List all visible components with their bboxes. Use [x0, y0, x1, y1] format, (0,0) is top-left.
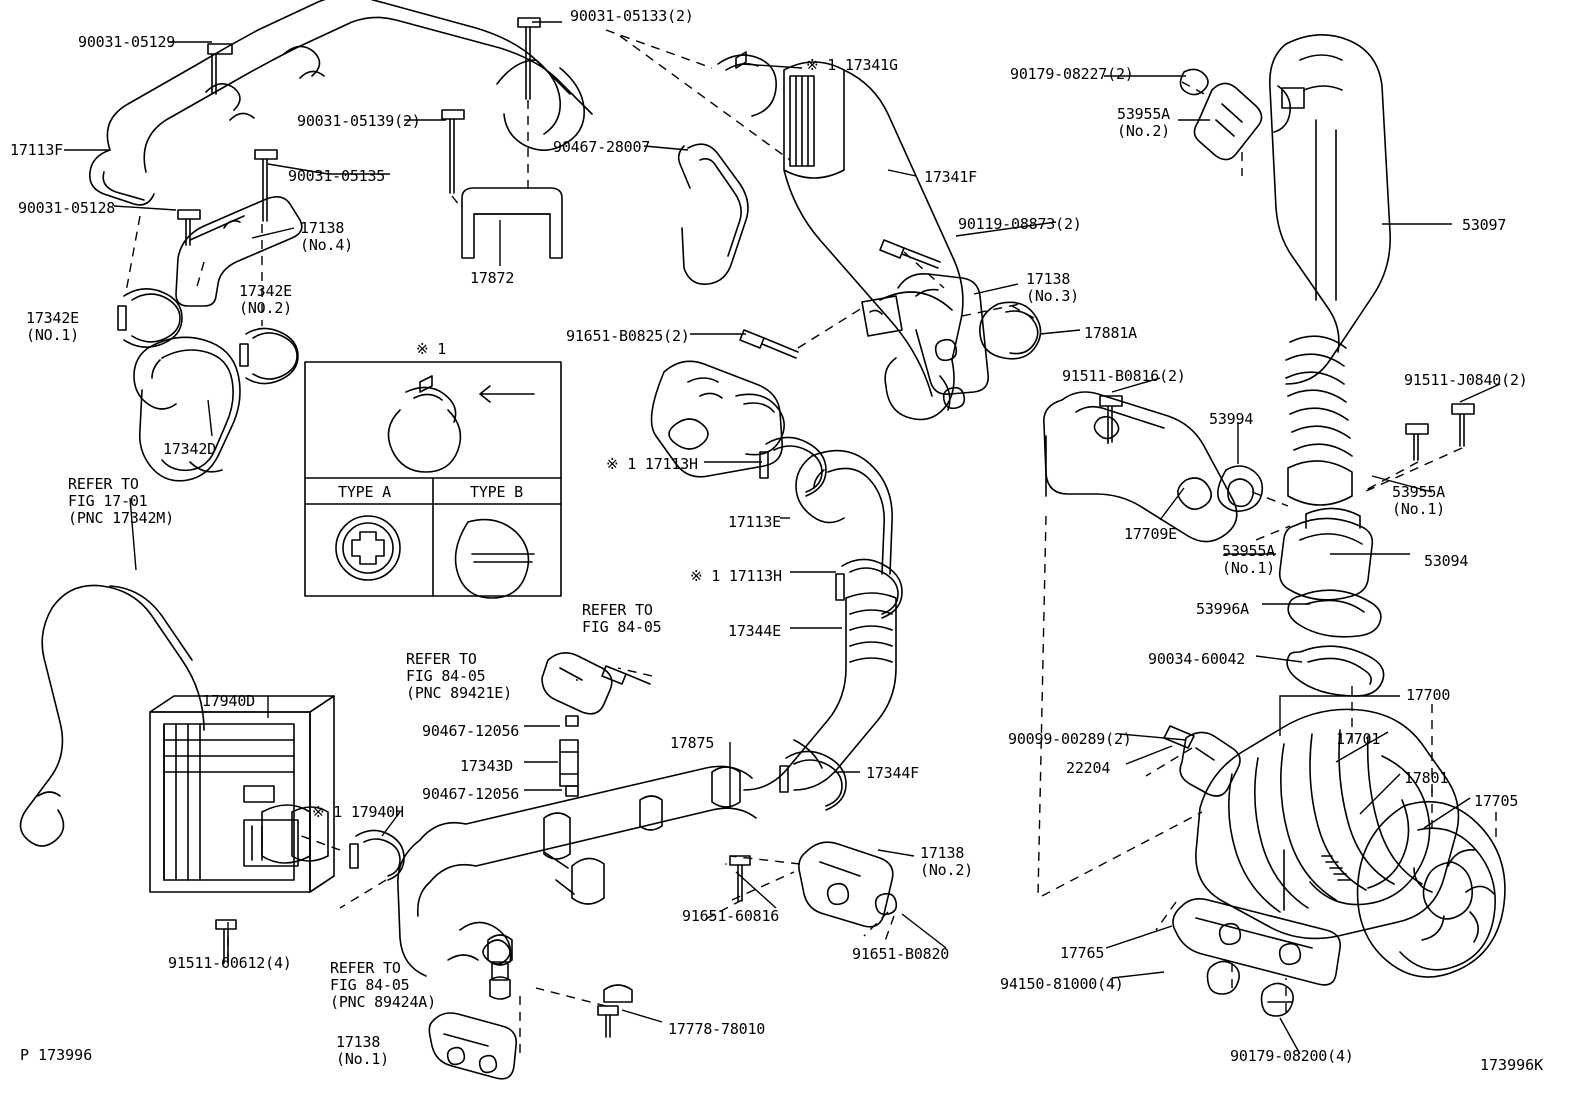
part-label-94150-81000: 94150-81000(4) [1000, 975, 1124, 993]
part-label-53994: 53994 [1209, 410, 1254, 428]
part-label-53094: 53094 [1424, 552, 1469, 570]
part-label-refer-89424a: REFER TO FIG 84-05 (PNC 89424A) [330, 959, 436, 1011]
part-label-17801: 17801 [1404, 769, 1449, 787]
part-label-91651-b0820: 91651-B0820 [852, 945, 950, 963]
part-label-90467-12056a: 90467-12056 [422, 722, 520, 740]
part-label-17940h: ※ 1 17940H [312, 803, 404, 821]
part-label-17344e: 17344E [728, 622, 781, 640]
part-label-90031-05128: 90031-05128 [18, 199, 116, 217]
part-label-17765: 17765 [1060, 944, 1105, 962]
part-label-17342e-no2: 17342E (NO.2) [239, 282, 292, 317]
part-label-17113h-bot: ※ 1 17113H [690, 567, 782, 585]
part-label-17881a: 17881A [1084, 324, 1137, 342]
footer-left-code: P 173996 [20, 1046, 93, 1064]
part-label-refer-17342m: REFER TO FIG 17-01 (PNC 17342M) [68, 475, 174, 527]
part-label-53955a-no2: 53955A (No.2) [1117, 105, 1170, 140]
part-label-17113f: 17113F [10, 141, 63, 159]
part-label-17700: 17700 [1406, 686, 1451, 704]
part-label-53955a-no1r: 53955A (No.1) [1392, 483, 1445, 518]
part-label-91651-b0825: 91651-B0825(2) [566, 327, 690, 345]
part-label-22204: 22204 [1066, 759, 1111, 777]
part-label-17341f: 17341F [924, 168, 977, 186]
part-label-90467-28007: 90467-28007 [553, 138, 651, 156]
part-label-90179-08200: 90179-08200(4) [1230, 1047, 1354, 1065]
part-label-17343d: 17343D [460, 757, 513, 775]
part-label-53955a-no1c: 53955A (No.1) [1222, 542, 1275, 577]
part-label-17778-78010: 17778-78010 [668, 1020, 766, 1038]
part-label-17342d: 17342D [163, 440, 216, 458]
part-label-refer-89421e: REFER TO FIG 84-05 (PNC 89421E) [406, 650, 512, 702]
part-label-17701: 17701 [1336, 730, 1381, 748]
part-label-90031-05135: 90031-05135 [288, 167, 386, 185]
part-label-90099-00289: 90099-00289(2) [1008, 730, 1132, 748]
part-label-17113e: 17113E [728, 513, 781, 531]
part-label-90031-05129: 90031-05129 [78, 33, 176, 51]
part-label-17341g: ※ 1 17341G [806, 56, 898, 74]
part-label-17138-no4: 17138 (No.4) [300, 219, 353, 254]
part-label-17872: 17872 [470, 269, 515, 287]
part-label-note1-box: ※ 1 [416, 340, 447, 358]
part-label-17138-no3: 17138 (No.3) [1026, 270, 1079, 305]
part-label-90031-05139: 90031-05139(2) [297, 112, 421, 130]
part-label-91651-60816: 91651-60816 [682, 907, 780, 925]
part-label-53996a: 53996A [1196, 600, 1249, 618]
part-label-17344f: 17344F [866, 764, 919, 782]
part-label-90179-08227: 90179-08227(2) [1010, 65, 1134, 83]
part-label-17705: 17705 [1474, 792, 1519, 810]
footer-right-code: 173996K [1480, 1056, 1544, 1074]
part-label-91511-j0840: 91511-J0840(2) [1404, 371, 1528, 389]
part-label-17940d: 17940D [202, 692, 255, 710]
part-label-17875: 17875 [670, 734, 715, 752]
part-label-17709e: 17709E [1124, 525, 1177, 543]
part-label-90467-12056b: 90467-12056 [422, 785, 520, 803]
part-label-17113h-top: ※ 1 17113H [606, 455, 698, 473]
legend-type-a: TYPE A [338, 483, 391, 501]
part-label-91511-60612: 91511-60612(4) [168, 954, 292, 972]
part-label-17342e-no1: 17342E (NO.1) [26, 309, 79, 344]
part-label-90031-05133: 90031-05133(2) [570, 7, 694, 25]
part-label-17138-no1: 17138 (No.1) [336, 1033, 389, 1068]
part-label-17138-no2: 17138 (No.2) [920, 844, 973, 879]
part-label-90119-08873: 90119-08873(2) [958, 215, 1082, 233]
part-label-91511-b0816: 91511-B0816(2) [1062, 367, 1186, 385]
part-label-refer-8405: REFER TO FIG 84-05 [582, 601, 662, 636]
part-label-90034-60042: 90034-60042 [1148, 650, 1246, 668]
part-label-53097: 53097 [1462, 216, 1507, 234]
legend-type-b: TYPE B [470, 483, 523, 501]
